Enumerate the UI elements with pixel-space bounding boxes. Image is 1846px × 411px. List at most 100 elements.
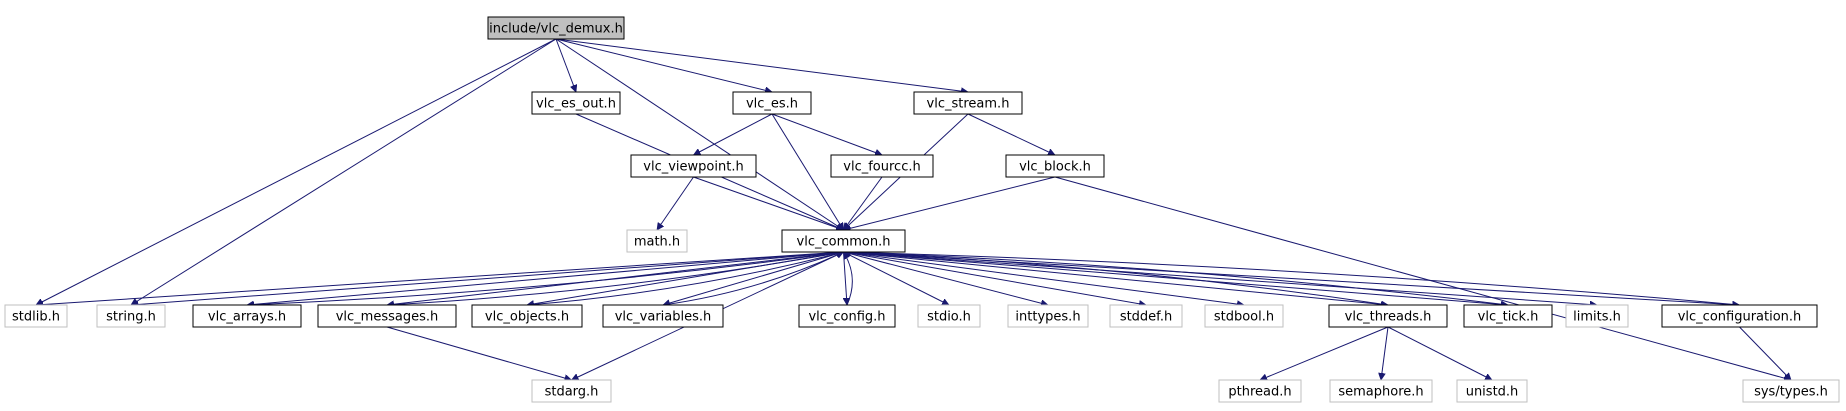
node-label: pthread.h [1228,385,1291,400]
edge-common-to-stdlib [36,251,844,305]
edge-demux-to-string [131,38,557,306]
edge-demux-to-common [555,38,844,230]
node-box [1742,379,1840,403]
node-label: vlc_fourcc.h [843,160,920,175]
node-label: vlc_block.h [1019,160,1091,175]
node-label: vlc_objects.h [485,310,569,325]
edge-common-to-string [131,251,844,305]
edge-config-to-common [843,252,853,306]
edge-es-to-common [771,113,844,230]
node-box [96,304,166,328]
node-stdlib: stdlib.h [4,304,68,328]
node-box [1328,304,1448,328]
node-common[interactable]: vlc_common.h [781,229,906,253]
node-box [917,304,981,328]
node-math: math.h [626,229,688,253]
node-box [798,304,896,328]
node-label: vlc_threads.h [1345,310,1432,325]
node-box [1005,154,1105,178]
node-es[interactable]: vlc_es.h [732,91,812,115]
node-objects[interactable]: vlc_objects.h [471,304,583,328]
edge-common-to-stddef [843,251,1147,305]
node-viewpoint[interactable]: vlc_viewpoint.h [630,154,757,178]
node-box [732,91,812,115]
node-box [630,154,757,178]
node-string: string.h [96,304,166,328]
edge-common-to-inttypes [843,251,1049,305]
edge-common-to-stdbool [843,251,1245,305]
node-demux[interactable]: include/vlc_demux.h [487,16,625,40]
node-stdio: stdio.h [917,304,981,328]
node-stdarg: stdarg.h [531,379,612,403]
node-stdbool: stdbool.h [1204,304,1284,328]
edge-demux-to-es [555,38,772,92]
node-box [1218,379,1302,403]
node-box [192,304,302,328]
edge-common-to-config [843,251,848,305]
node-stream[interactable]: vlc_stream.h [913,91,1023,115]
node-messages[interactable]: vlc_messages.h [317,304,457,328]
node-systypes: sys/types.h [1742,379,1840,403]
node-box [1204,304,1284,328]
node-label: vlc_stream.h [927,97,1010,112]
node-box [781,229,906,253]
node-label: unistd.h [1466,385,1519,400]
node-label: vlc_config.h [808,310,885,325]
edge-viewpoint-to-common [693,176,844,230]
node-box [531,91,621,115]
node-unistd: unistd.h [1456,379,1528,403]
node-label: stdbool.h [1214,310,1274,325]
edge-common-to-stdio [843,251,950,306]
node-threads[interactable]: vlc_threads.h [1328,304,1448,328]
node-box [471,304,583,328]
node-box [4,304,68,328]
edge-common-to-arrays [247,251,844,305]
node-label: vlc_es.h [746,97,798,112]
edge-variables-to-common [662,252,844,306]
node-tick[interactable]: vlc_tick.h [1463,304,1553,328]
node-box [602,304,724,328]
node-label: inttypes.h [1015,310,1080,325]
edge-threads-to-pthread [1260,326,1389,380]
edge-tick-to-common [844,252,1509,306]
node-config[interactable]: vlc_config.h [798,304,896,328]
node-fourcc[interactable]: vlc_fourcc.h [830,154,934,178]
node-label: string.h [106,310,156,325]
node-label: stddef.h [1120,310,1172,325]
node-arrays[interactable]: vlc_arrays.h [192,304,302,328]
node-inttypes: inttypes.h [1007,304,1089,328]
node-label: math.h [634,235,680,250]
edge-messages-to-common [386,252,844,306]
node-label: stdarg.h [545,385,599,400]
node-pthread: pthread.h [1218,379,1302,403]
edge-common-to-threads [843,251,1389,305]
node-box [487,16,625,40]
node-box [830,154,934,178]
edge-threads-to-semaphore [1381,326,1389,380]
node-label: semaphore.h [1338,385,1423,400]
node-block[interactable]: vlc_block.h [1005,154,1105,178]
node-es-out[interactable]: vlc_es_out.h [531,91,621,115]
edge-es-to-fourcc [771,113,882,155]
edge-objects-to-common [526,252,844,306]
node-configuration[interactable]: vlc_configuration.h [1661,304,1818,328]
node-box [1661,304,1818,328]
edge-demux-to-es_out [555,38,576,92]
edge-arrays-to-common [246,252,844,306]
node-label: vlc_es_out.h [536,97,616,112]
edge-es-to-viewpoint [694,113,773,156]
node-limits: limits.h [1565,304,1629,328]
edge-viewpoint-to-math [657,176,694,230]
edge-stream-to-block [967,113,1055,155]
node-box [1329,379,1433,403]
node-box [626,229,688,253]
edge-common-to-variables [663,251,844,305]
node-label: vlc_arrays.h [208,310,286,325]
edge-block-to-systypes [1054,176,1791,380]
node-label: stdio.h [927,310,971,325]
edge-messages-to-stdarg [386,326,572,380]
node-box [913,91,1023,115]
node-variables[interactable]: vlc_variables.h [602,304,724,328]
